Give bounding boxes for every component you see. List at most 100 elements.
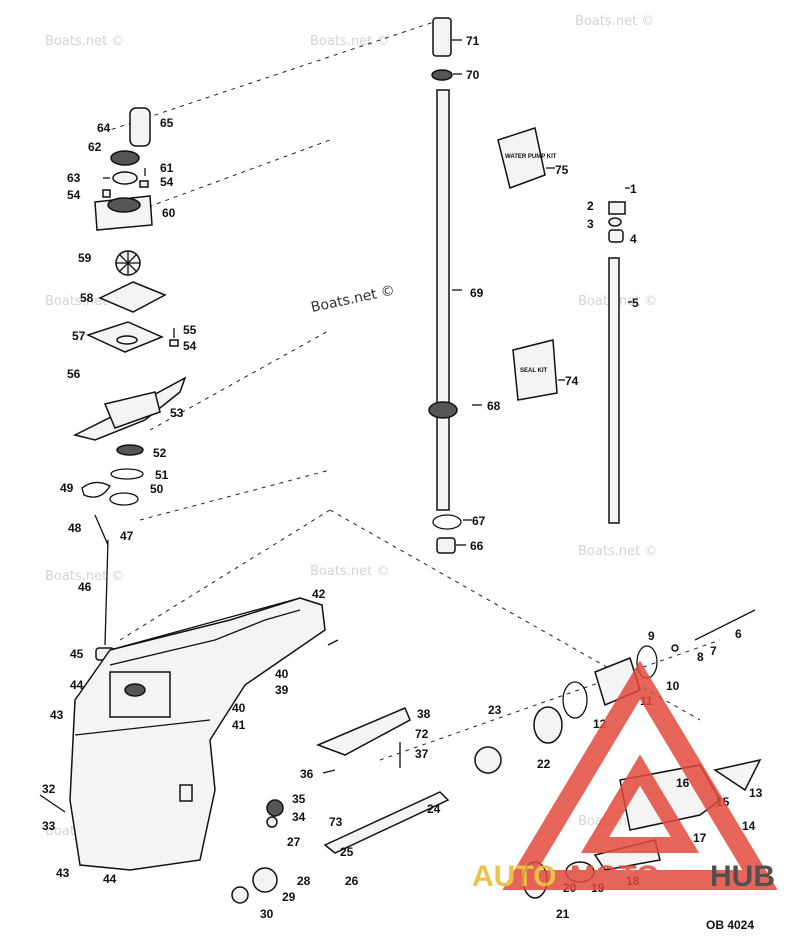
- automotohub-logo: AUTO MOTO HUB: [472, 660, 778, 893]
- label-58: 58: [80, 291, 94, 305]
- label-72: 72: [415, 727, 429, 741]
- leader-lines: [327, 39, 632, 646]
- gasket-shape: [98, 281, 167, 313]
- label-4: 4: [630, 232, 637, 246]
- label-67: 67: [472, 514, 486, 528]
- seal-kit-label: SEAL KIT: [520, 368, 548, 374]
- label-56: 56: [67, 367, 81, 381]
- label-33: 33: [42, 819, 56, 833]
- watermark-text: Boats.net ©: [310, 34, 389, 49]
- label-23: 23: [488, 703, 502, 717]
- label-62: 62: [88, 140, 102, 154]
- watermark-text: Boats.net ©: [575, 14, 654, 29]
- bushing-35-shape: [266, 799, 284, 817]
- label-46: 46: [78, 580, 92, 594]
- label-51: 51: [155, 468, 169, 482]
- label-9: 9: [648, 629, 655, 643]
- pump-base-body-shape: [103, 391, 161, 429]
- watermark-text: Boats.net ©: [578, 544, 657, 559]
- label-68: 68: [487, 399, 501, 413]
- oring-52-shape: [116, 444, 144, 456]
- label-70: 70: [466, 68, 480, 82]
- gearcase-housing: [69, 597, 326, 871]
- washer-29-shape: [252, 867, 278, 893]
- oring-51-shape: [110, 468, 144, 480]
- label-59: 59: [78, 251, 92, 265]
- label-16: 16: [676, 776, 690, 790]
- seal-kit-box: [512, 339, 558, 401]
- propeller-13-shape: [713, 758, 762, 792]
- water-tube-seal-shape: [129, 107, 151, 147]
- label-35: 35: [292, 792, 306, 806]
- pin-10-shape: [671, 644, 679, 652]
- watermark-text: Boats.net ©: [310, 283, 397, 316]
- water-pump-kit-box: [497, 127, 546, 189]
- watermark-text: Boats.net ©: [310, 564, 389, 579]
- shift-rod-assembly: [94, 514, 115, 661]
- label-69: 69: [470, 286, 484, 300]
- bearing-22-shape: [533, 706, 563, 744]
- label-29: 29: [282, 890, 296, 904]
- gearcase-anti-cav-plate-shape: [74, 719, 211, 736]
- seal-70-shape: [431, 69, 453, 81]
- logo-text-hub: HUB: [710, 860, 775, 893]
- bearing-68-shape: [428, 401, 458, 419]
- label-57: 57: [72, 329, 86, 343]
- label-60: 60: [162, 206, 176, 220]
- label-28: 28: [297, 874, 311, 888]
- label-6: 6: [735, 627, 742, 641]
- logo-text-moto: MOTO: [570, 860, 659, 893]
- label-30: 30: [260, 907, 274, 921]
- washer-34-shape: [266, 816, 278, 828]
- shift-shaft-shape: [608, 257, 620, 524]
- label-3: 3: [587, 217, 594, 231]
- bolt-6-shape: [694, 609, 756, 641]
- gearcase-body-shape: [69, 597, 326, 871]
- trim-plate-38-shape: [315, 707, 411, 756]
- pump-housing-cup-shape: [107, 197, 141, 213]
- label-55: 55: [183, 323, 197, 337]
- seal-ring-shape: [112, 171, 138, 185]
- drawing-code: OB 4024: [706, 918, 754, 932]
- label-32: 32: [42, 782, 56, 796]
- label-49: 49: [60, 481, 74, 495]
- screw-36-shape: [322, 769, 336, 774]
- label-1: 1: [630, 182, 637, 196]
- label-22: 22: [537, 757, 551, 771]
- label-74: 74: [565, 374, 579, 388]
- label-2: 2: [587, 199, 594, 213]
- label-34: 34: [292, 810, 306, 824]
- label-40-top: 40: [275, 667, 289, 681]
- gearcase-port-shape: [124, 683, 146, 697]
- leader-42: [327, 639, 339, 646]
- washer-3-shape: [608, 217, 622, 227]
- watermark-text: Boats.net ©: [45, 569, 124, 584]
- label-36: 36: [300, 767, 314, 781]
- watermark-text: Boats.net ©: [45, 34, 124, 49]
- label-41: 41: [232, 718, 246, 732]
- label-61: 61: [160, 161, 174, 175]
- label-45: 45: [70, 647, 84, 661]
- label-21: 21: [556, 907, 570, 921]
- label-8: 8: [697, 650, 704, 664]
- label-17: 17: [693, 831, 707, 845]
- seal-49-shape: [81, 481, 111, 498]
- label-66: 66: [470, 539, 484, 553]
- grommet-shape: [110, 150, 140, 166]
- label-43-bottom: 43: [56, 866, 70, 880]
- washer-54c-shape: [169, 339, 179, 347]
- label-42: 42: [312, 587, 326, 601]
- label-54-top: 54: [160, 175, 174, 189]
- oring-12-shape: [562, 681, 588, 719]
- bushing-4-shape: [608, 229, 624, 243]
- nut-30-shape: [231, 886, 249, 904]
- label-54-mid: 54: [183, 339, 197, 353]
- label-5: 5: [632, 296, 639, 310]
- part-32-shape: [39, 794, 66, 813]
- label-44-bottom: 44: [103, 872, 117, 886]
- gearcase-tag-shape: [179, 784, 193, 802]
- label-38: 38: [417, 707, 431, 721]
- kits: WATER PUMP KIT SEAL KIT: [497, 127, 558, 401]
- label-53: 53: [170, 406, 184, 420]
